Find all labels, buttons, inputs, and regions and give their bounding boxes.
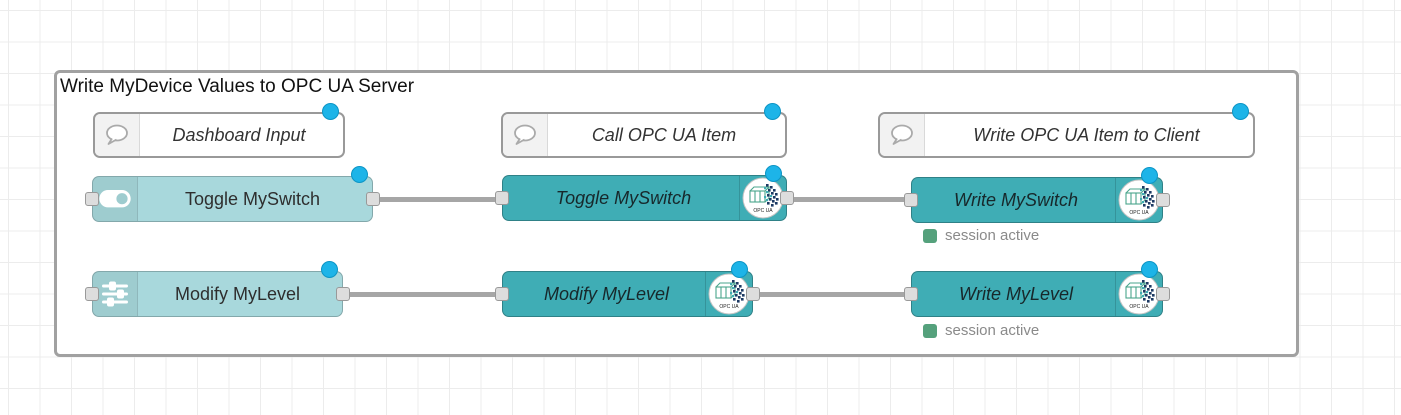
node-opcua-write-myswitch[interactable]: Write MySwitch <box>904 167 1170 223</box>
comment-bubble-icon <box>95 114 140 156</box>
node-label: Toggle MySwitch <box>555 187 692 208</box>
changed-indicator <box>1232 103 1249 120</box>
changed-indicator <box>351 166 368 183</box>
wire[interactable] <box>787 197 913 202</box>
status-green-icon <box>923 323 937 338</box>
svg-text:OPC UA: OPC UA <box>1129 304 1149 310</box>
status-text: session active <box>945 227 1040 244</box>
node-opcua-item-modify-mylevel[interactable]: Modify MyLevel <box>495 261 760 317</box>
comment-label: Call OPC UA Item <box>591 124 737 145</box>
comment-node-write-opcua-item[interactable]: Write OPC UA Item to Client <box>878 103 1255 158</box>
changed-indicator <box>1141 167 1158 184</box>
comment-bubble-icon <box>880 114 925 156</box>
opcua-logo-icon: OPC UA <box>705 272 752 316</box>
sliders-icon <box>93 272 138 316</box>
node-ui-switch-toggle-myswitch[interactable]: Toggle MySwitch <box>85 166 380 222</box>
svg-text:OPC UA: OPC UA <box>719 304 739 310</box>
output-port[interactable] <box>336 287 350 301</box>
opcua-logo-icon: OPC UA <box>1115 272 1162 316</box>
comment-node-call-opcua-item[interactable]: Call OPC UA Item <box>501 103 787 158</box>
changed-indicator <box>321 261 338 278</box>
wire[interactable] <box>343 292 504 297</box>
output-port[interactable] <box>746 287 760 301</box>
output-port[interactable] <box>780 191 794 205</box>
node-label: Write MyLevel <box>958 283 1074 304</box>
input-port[interactable] <box>85 287 99 301</box>
changed-indicator <box>765 165 782 182</box>
comment-node-dashboard-input[interactable]: Dashboard Input <box>93 103 345 158</box>
opcua-logo-icon: OPC UA <box>1115 178 1162 222</box>
comment-label: Write OPC UA Item to Client <box>973 124 1200 145</box>
changed-indicator <box>764 103 781 120</box>
node-label: Write MySwitch <box>953 189 1078 210</box>
node-status: session active <box>923 227 1039 244</box>
changed-indicator <box>322 103 339 120</box>
wire[interactable] <box>753 292 913 297</box>
output-port[interactable] <box>1156 193 1170 207</box>
svg-text:OPC UA: OPC UA <box>753 208 773 214</box>
output-port[interactable] <box>366 192 380 206</box>
node-opcua-write-mylevel[interactable]: Write MyLevel <box>904 261 1170 317</box>
comment-bubble-icon <box>503 114 548 156</box>
input-port[interactable] <box>904 193 918 207</box>
opcua-logo-icon: OPC UA <box>739 176 786 220</box>
node-status: session active <box>923 322 1039 339</box>
node-opcua-item-toggle-myswitch[interactable]: Toggle MySwitch <box>495 165 794 221</box>
node-label: Toggle MySwitch <box>184 188 321 209</box>
comment-label: Dashboard Input <box>172 124 306 145</box>
node-ui-slider-modify-mylevel[interactable]: Modify MyLevel <box>85 261 350 317</box>
node-label: Modify MyLevel <box>174 283 301 304</box>
changed-indicator <box>1141 261 1158 278</box>
input-port[interactable] <box>495 191 509 205</box>
toggle-switch-icon <box>93 177 138 221</box>
input-port[interactable] <box>85 192 99 206</box>
wire[interactable] <box>373 197 505 202</box>
input-port[interactable] <box>495 287 509 301</box>
status-text: session active <box>945 322 1040 339</box>
node-label: Modify MyLevel <box>543 283 670 304</box>
svg-text:OPC UA: OPC UA <box>1129 210 1149 216</box>
status-green-icon <box>923 228 937 243</box>
changed-indicator <box>731 261 748 278</box>
group-title: Write MyDevice Values to OPC UA Server <box>60 76 415 97</box>
input-port[interactable] <box>904 287 918 301</box>
output-port[interactable] <box>1156 287 1170 301</box>
